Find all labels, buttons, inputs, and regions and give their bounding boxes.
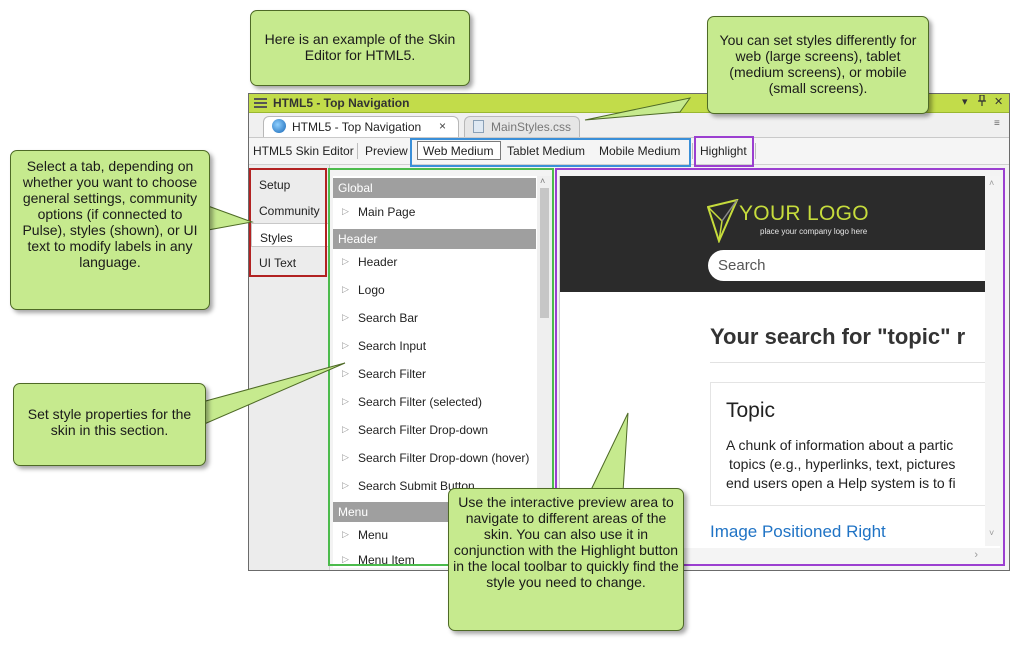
scrollbar-thumb[interactable] [540,188,549,318]
drag-grip-icon[interactable] [254,98,267,108]
result-body: A chunk of information about a partic to… [726,437,956,491]
logo-icon [707,199,739,243]
expand-triangle-icon[interactable]: ▷ [342,368,349,378]
list-item[interactable]: ▷Search Submit Button [342,479,475,493]
scroll-right-icon[interactable]: › [974,549,978,561]
group-header[interactable]: Header [333,229,536,249]
pin-icon[interactable] [978,94,986,109]
mobile-medium-button[interactable]: Mobile Medium [599,144,681,158]
interactive-preview-area[interactable]: YOUR LOGO place your company logo here S… [559,176,1000,566]
preview-header[interactable]: YOUR LOGO place your company logo here S… [560,176,1000,292]
dropdown-arrow-icon[interactable]: ▾ [962,96,968,108]
web-medium-pressed-state [417,141,501,160]
expand-triangle-icon[interactable]: ▷ [342,529,349,539]
expand-triangle-icon[interactable]: ▷ [342,312,349,322]
group-global[interactable]: Global [333,178,536,198]
expand-triangle-icon[interactable]: ▷ [342,554,349,564]
search-results-heading: Your search for "topic" r [710,324,966,349]
editor-side-tabs: Setup Community Styles UI Text [249,165,330,570]
highlight-button[interactable]: Highlight [700,144,747,158]
toolbar-separator [755,143,756,159]
result-title[interactable]: Topic [726,399,776,422]
list-item[interactable]: ▷Search Filter Drop-down (hover) [342,451,530,465]
window-title: HTML5 - Top Navigation [273,96,410,110]
expand-triangle-icon[interactable]: ▷ [342,396,349,406]
expand-triangle-icon[interactable]: ▷ [342,284,349,294]
tablet-medium-button[interactable]: Tablet Medium [507,144,586,158]
search-result-card[interactable]: Topic A chunk of information about a par… [710,382,1000,506]
list-item[interactable]: ▷Main Page [342,205,416,219]
close-tab-icon[interactable]: × [438,119,446,133]
expand-triangle-icon[interactable]: ▷ [342,424,349,434]
expand-triangle-icon[interactable]: ▷ [342,340,349,350]
tab-label: HTML5 - Top Navigation [292,120,422,134]
toolbar-separator [357,143,358,159]
close-window-icon[interactable]: ✕ [994,96,1004,108]
sidetab-community[interactable]: Community [259,204,320,218]
preview-search-input[interactable]: Search [708,250,1000,281]
search-placeholder: Search [718,257,766,274]
expand-triangle-icon[interactable]: ▷ [342,206,349,216]
list-item[interactable]: ▷Search Bar [342,311,419,325]
tab-mainstyles-css[interactable]: MainStyles.css [464,116,580,137]
list-item[interactable]: ▷Search Filter [342,367,427,381]
tab-html5-top-navigation[interactable]: HTML5 - Top Navigation × [263,116,459,137]
sidetab-ui-text[interactable]: UI Text [259,256,297,270]
sidetab-styles[interactable]: Styles [251,223,330,247]
callout-device-styles: You can set styles differently for web (… [707,16,929,114]
css-file-icon [473,120,484,133]
skin-editor-button[interactable]: HTML5 Skin Editor [253,144,354,158]
result-link[interactable]: Image Positioned Right [710,522,886,541]
local-toolbar: HTML5 Skin Editor Preview Web Medium Tab… [249,138,1009,165]
divider [710,362,990,363]
callout-side-tabs: Select a tab, depending on whether you w… [10,150,210,310]
logo-subtitle: place your company logo here [760,227,868,236]
callout-style-properties: Set style properties for the skin in thi… [13,383,206,466]
sidetab-setup[interactable]: Setup [259,178,291,192]
preview-button[interactable]: Preview [365,144,408,158]
web-medium-button[interactable]: Web Medium [423,144,494,158]
list-item[interactable]: ▷Search Input [342,339,427,353]
tab-label: MainStyles.css [491,120,572,134]
expand-triangle-icon[interactable]: ▷ [342,480,349,490]
scroll-down-icon[interactable]: ˅ [989,528,995,538]
list-item[interactable]: ▷Search Filter Drop-down [342,423,489,437]
logo-text: YOUR LOGO [739,202,869,225]
scroll-up-icon[interactable]: ˄ [989,178,995,188]
list-item[interactable]: ▷Menu Item [342,553,415,567]
list-item[interactable]: ▷Menu [342,528,389,542]
callout-skin-editor: Here is an example of the Skin Editor fo… [250,10,470,86]
toolbar-separator [692,143,693,159]
callout-preview-area: Use the interactive preview area to navi… [448,488,684,631]
expand-triangle-icon[interactable]: ▷ [342,452,349,462]
globe-icon [272,119,286,133]
list-item[interactable]: ▷Logo [342,283,385,297]
list-item[interactable]: ▷Header [342,255,398,269]
list-item[interactable]: ▷Search Filter (selected) [342,395,483,409]
properties-scrollbar[interactable]: ˄ [537,176,552,568]
document-tabstrip: HTML5 - Top Navigation × MainStyles.css … [249,113,1009,138]
scroll-up-icon[interactable]: ˄ [540,176,546,186]
expand-triangle-icon[interactable]: ▷ [342,256,349,266]
tab-overflow-icon[interactable]: ≡ [994,118,1000,129]
preview-vertical-scrollbar[interactable]: ˄ ˅ [985,176,1000,546]
